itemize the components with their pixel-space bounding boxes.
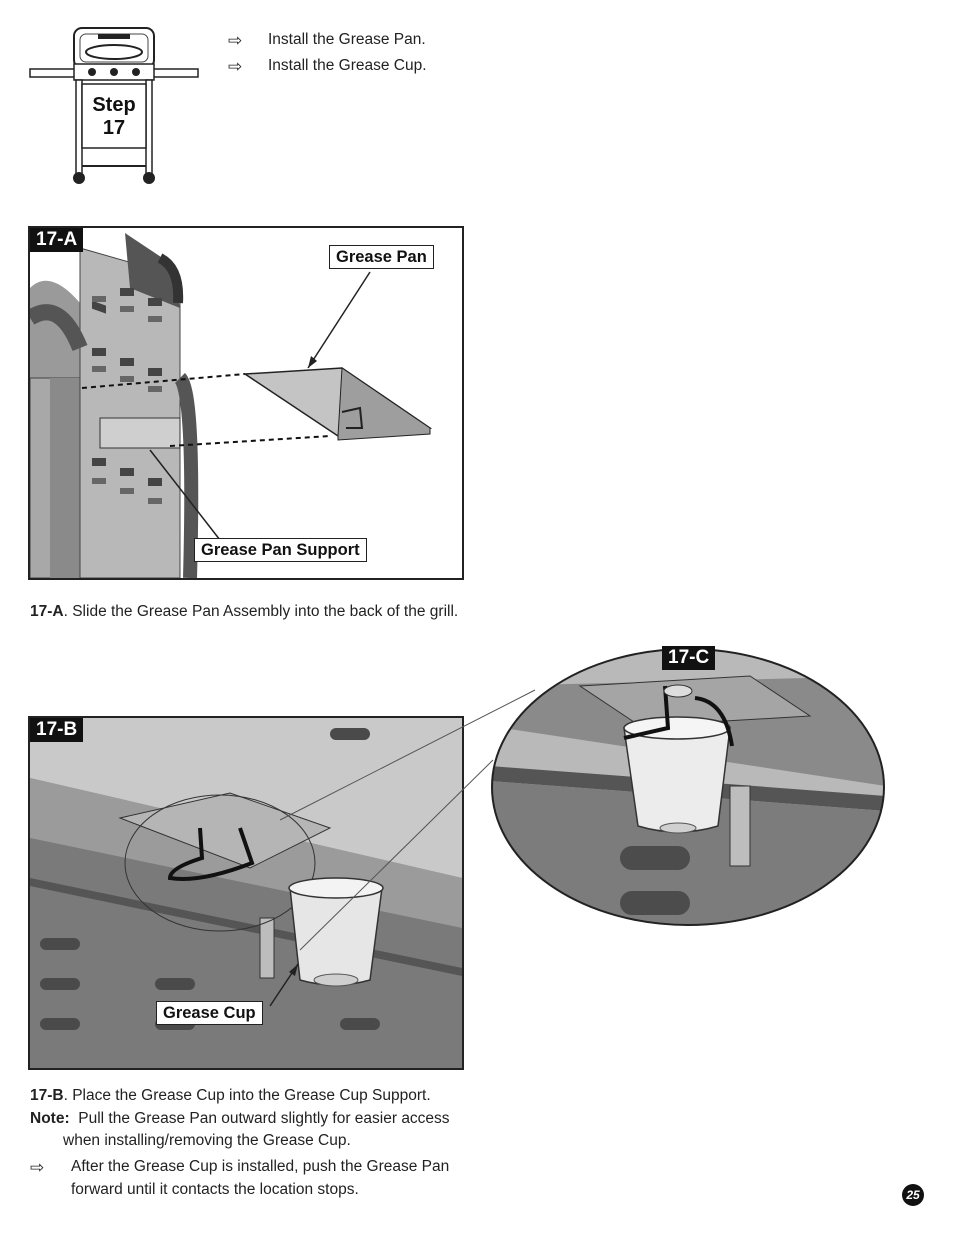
caption-17a: 17-A. Slide the Grease Pan Assembly into… xyxy=(30,601,458,623)
note-text-1: Pull the Grease Pan outward slightly for… xyxy=(78,1110,450,1127)
figure-17a-illustration xyxy=(30,233,433,578)
figure-17b: 17-B Grease Cup xyxy=(28,716,464,1070)
caption-17b-ref: 17-B xyxy=(30,1087,64,1104)
grease-cup-label: Grease Cup xyxy=(156,1001,263,1025)
bullet-text-2: forward until it contacts the location s… xyxy=(71,1181,359,1198)
instruction-item: Install the Grease Pan. xyxy=(268,31,426,48)
note-label: Note: xyxy=(30,1110,70,1127)
grease-pan-label: Grease Pan xyxy=(329,245,434,269)
figure-17a: 17-A Grease Pan Grease Pan Support xyxy=(28,226,464,580)
page-number: 25 xyxy=(902,1184,924,1206)
caption-17b: 17-B. Place the Grease Cup into the Grea… xyxy=(30,1085,431,1107)
arrow-right-outline-icon: ⇨ xyxy=(228,31,243,50)
bullet-text-1: After the Grease Cup is installed, push … xyxy=(71,1158,450,1175)
caption-17a-text: . Slide the Grease Pan Assembly into the… xyxy=(63,603,459,620)
caption-17a-ref: 17-A xyxy=(30,603,64,620)
figure-17c-tag: 17-C xyxy=(662,646,716,670)
step-word: Step xyxy=(92,94,136,116)
grill-thumbnail-illustration xyxy=(29,27,199,184)
grease-pan-support-label: Grease Pan Support xyxy=(194,538,367,562)
step-number: 17 xyxy=(102,117,126,139)
instruction-item: Install the Grease Cup. xyxy=(268,57,427,74)
note-text-2: when installing/removing the Grease Cup. xyxy=(63,1132,351,1149)
figure-17b-illustration xyxy=(30,718,462,1068)
note-line-1: Note: Pull the Grease Pan outward slight… xyxy=(30,1108,450,1130)
caption-17b-text: . Place the Grease Cup into the Grease C… xyxy=(63,1087,431,1104)
figure-17c-detail xyxy=(491,648,885,926)
arrow-right-outline-icon: ⇨ xyxy=(30,1158,45,1177)
figure-17a-tag: 17-A xyxy=(30,228,84,252)
figure-17b-tag: 17-B xyxy=(30,718,84,742)
arrow-right-outline-icon: ⇨ xyxy=(228,57,243,76)
